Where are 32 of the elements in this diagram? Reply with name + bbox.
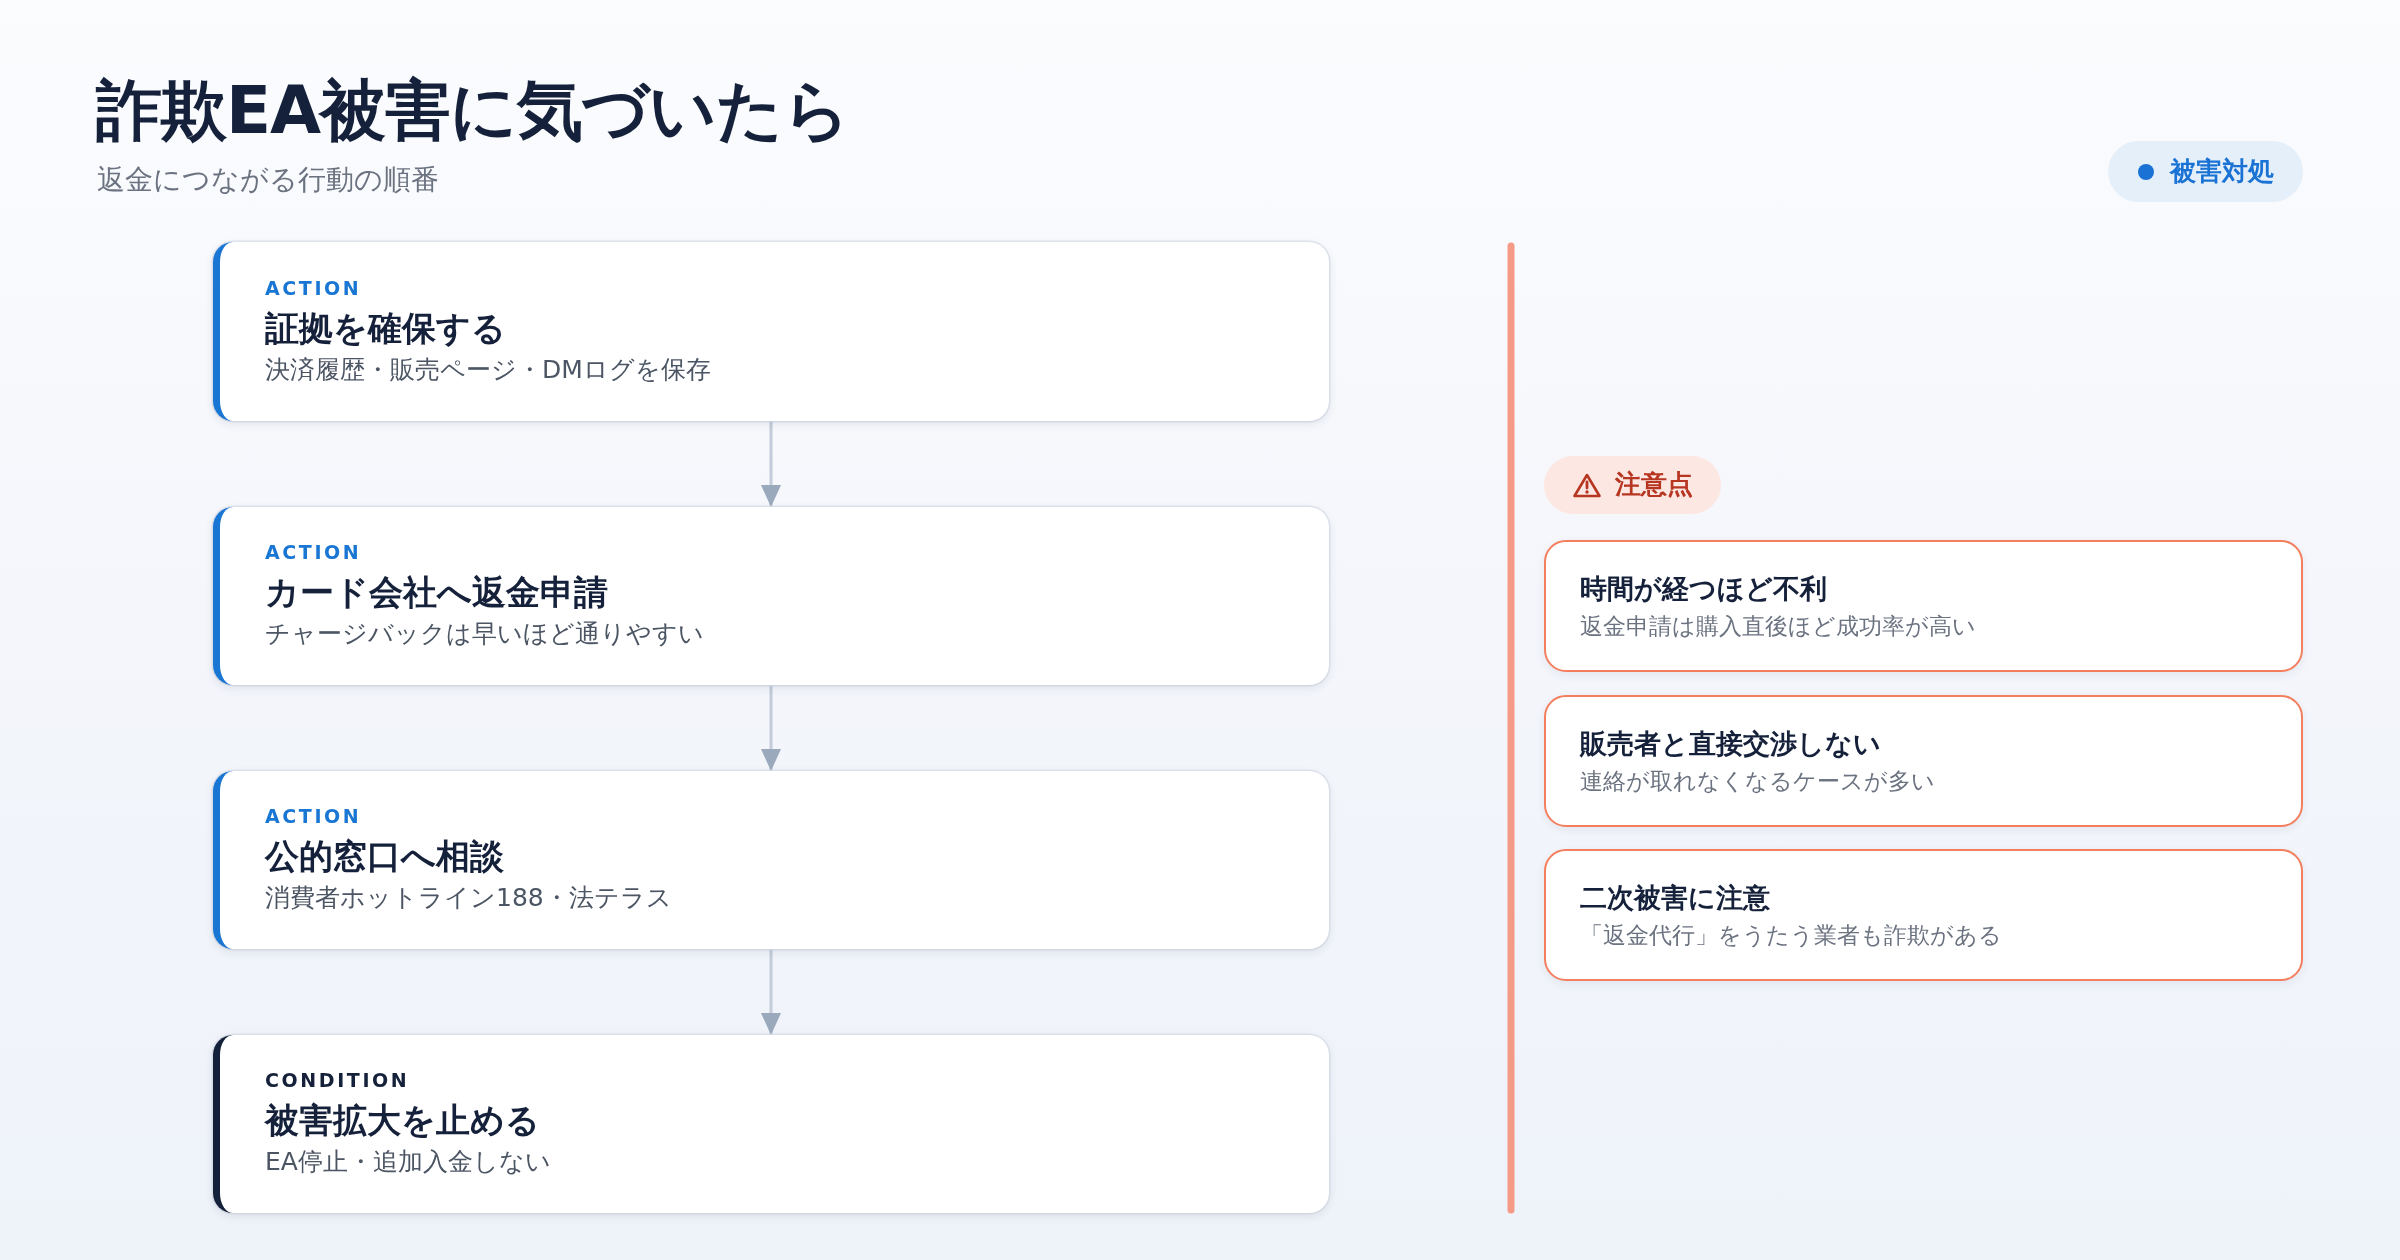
step-card — [213, 1035, 1329, 1213]
step-description: 決済履歴・販売ページ・DMログを保存 — [265, 353, 711, 386]
caution-title: 二次被害に注意 — [1580, 880, 1770, 915]
caution-description: 連絡が取れなくなるケースが多い — [1580, 766, 1935, 796]
step-type-label: ACTION — [265, 805, 362, 829]
arrow — [761, 685, 781, 771]
step-description: EA停止・追加入金しない — [265, 1146, 551, 1179]
step-card — [213, 771, 1329, 949]
step-type-label: ACTION — [265, 541, 362, 565]
arrow — [761, 949, 781, 1035]
step-card — [213, 507, 1329, 685]
caution-card — [1544, 540, 2303, 672]
badge-label: 被害対処 — [2169, 155, 2274, 188]
step-title: カード会社へ返金申請 — [265, 571, 608, 615]
step-description: チャージバックは早いほど通りやすい — [265, 618, 704, 651]
caution-description: 返金申請は購入直後ほど成功率が高い — [1580, 611, 1976, 641]
caution-description: 「返金代行」をうたう業者も詐欺がある — [1580, 920, 2002, 950]
subtitle: 返金につながる行動の順番 — [97, 163, 439, 197]
step-title: 被害拡大を止める — [265, 1099, 540, 1143]
step-type-label: CONDITION — [265, 1069, 410, 1093]
caution-label: 注意点 — [1614, 469, 1693, 501]
step-type-label: ACTION — [265, 276, 362, 300]
arrow — [761, 421, 781, 507]
step-title: 公的窓口へ相談 — [265, 835, 504, 879]
caution-title: 時間が経つほど不利 — [1580, 571, 1827, 606]
caution-card — [1544, 695, 2303, 827]
diagram-title: 詐欺EA被害に気づいたら — [96, 71, 851, 151]
step-title: 証拠を確保する — [265, 306, 506, 350]
caution-title: 販売者と直接交渉しない — [1580, 726, 1881, 761]
step-card — [213, 242, 1329, 421]
step-description: 消費者ホットライン188・法テラス — [265, 882, 672, 915]
caution-card — [1544, 849, 2303, 981]
